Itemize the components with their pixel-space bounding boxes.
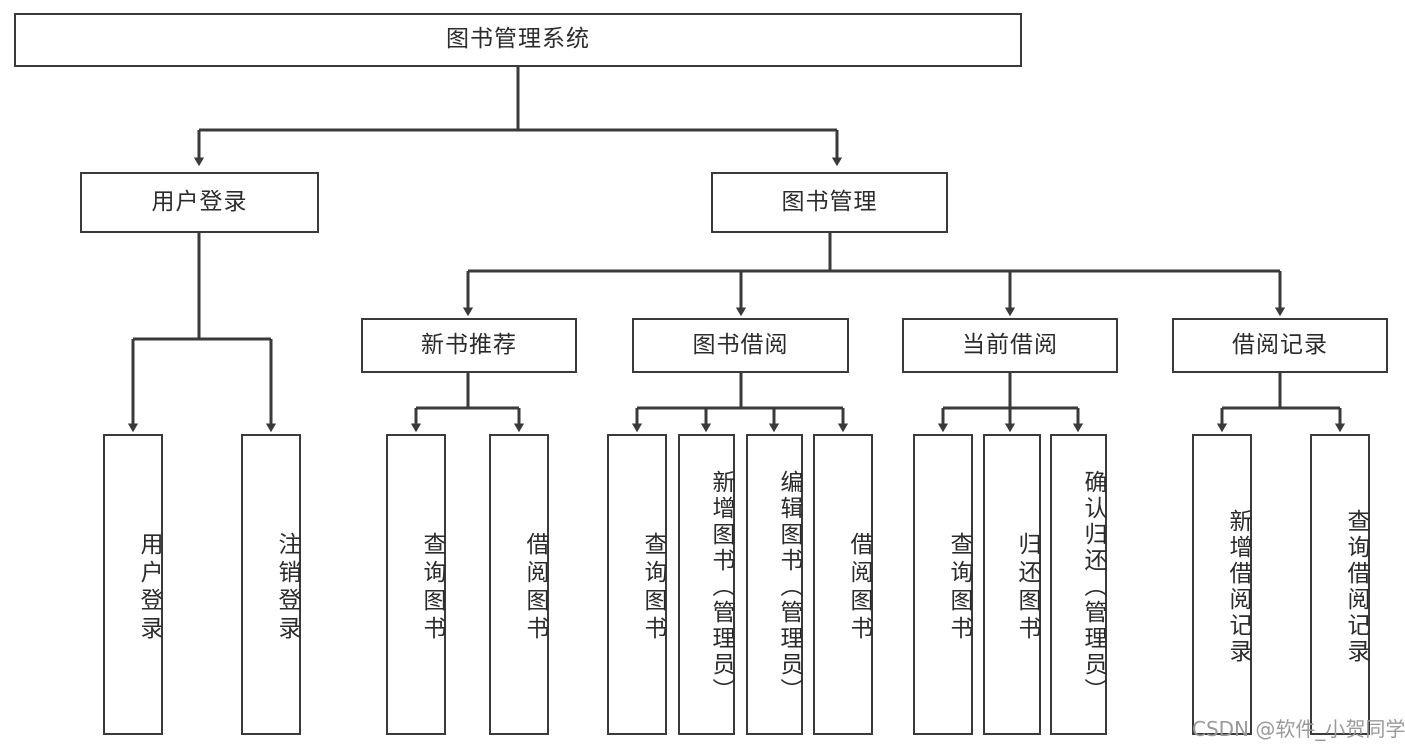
leaf-logout-login[interactable]: 注销登录 bbox=[241, 434, 301, 735]
node-borrow-record[interactable]: 借阅记录 bbox=[1172, 318, 1388, 373]
leaf-edit-book-admin[interactable]: 编辑图书（管理员） bbox=[746, 434, 803, 735]
csdn-watermark: CSDN @软件_小贺同学 bbox=[1192, 717, 1405, 741]
leaf-query-book-new-rec[interactable]: 查询图书 bbox=[386, 434, 446, 735]
node-label: 查询图书 bbox=[640, 531, 666, 644]
leaf-add-book-admin[interactable]: 新增图书（管理员） bbox=[678, 434, 735, 735]
node-label: 新书推荐 bbox=[421, 331, 517, 358]
node-root-book-management-system[interactable]: 图书管理系统 bbox=[14, 13, 1022, 67]
node-label: 查询图书 bbox=[946, 531, 972, 644]
node-user-login[interactable]: 用户登录 bbox=[80, 172, 319, 233]
node-label: 新增借阅记录 bbox=[1225, 508, 1251, 665]
leaf-query-book-current[interactable]: 查询图书 bbox=[913, 434, 973, 735]
leaf-add-borrow-record[interactable]: 新增借阅记录 bbox=[1192, 434, 1252, 735]
leaf-borrow-book-borrow[interactable]: 借阅图书 bbox=[813, 434, 873, 735]
node-label: 用户登录 bbox=[151, 188, 248, 215]
node-label: 借阅记录 bbox=[1232, 331, 1328, 358]
node-label: 查询图书 bbox=[419, 531, 445, 644]
node-current-borrow[interactable]: 当前借阅 bbox=[902, 318, 1118, 373]
node-label: 借阅图书 bbox=[522, 531, 548, 644]
node-label: 图书管理 bbox=[781, 188, 878, 215]
node-label: 确认归还（管理员） bbox=[1080, 469, 1106, 704]
node-label: 当前借阅 bbox=[962, 331, 1058, 358]
node-label: 借阅图书 bbox=[846, 531, 872, 644]
leaf-confirm-return-admin[interactable]: 确认归还（管理员） bbox=[1050, 434, 1107, 735]
node-label: 图书借阅 bbox=[692, 331, 789, 358]
leaf-user-login[interactable]: 用户登录 bbox=[103, 434, 163, 735]
leaf-return-book[interactable]: 归还图书 bbox=[983, 434, 1041, 735]
node-book-borrow[interactable]: 图书借阅 bbox=[632, 318, 849, 373]
leaf-borrow-book-new-rec[interactable]: 借阅图书 bbox=[489, 434, 549, 735]
node-label: 查询借阅记录 bbox=[1343, 508, 1369, 665]
node-label: 归还图书 bbox=[1014, 531, 1040, 644]
node-label: 用户登录 bbox=[136, 531, 162, 644]
node-book-management[interactable]: 图书管理 bbox=[711, 172, 948, 233]
node-new-book-recommendation[interactable]: 新书推荐 bbox=[361, 318, 577, 373]
node-label: 注销登录 bbox=[274, 531, 300, 644]
leaf-query-borrow-record[interactable]: 查询借阅记录 bbox=[1310, 434, 1370, 735]
leaf-query-book-borrow[interactable]: 查询图书 bbox=[607, 434, 667, 735]
node-label: 新增图书（管理员） bbox=[708, 469, 734, 704]
node-label: 编辑图书（管理员） bbox=[776, 469, 802, 704]
node-label: 图书管理系统 bbox=[446, 26, 590, 53]
